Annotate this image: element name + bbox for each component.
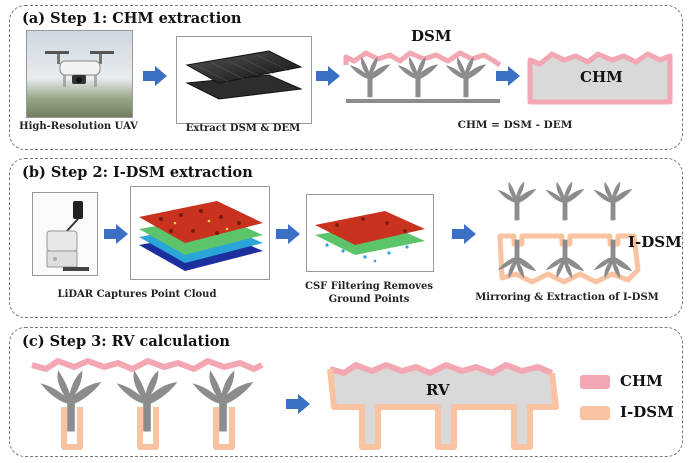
csf-caption-line2: Ground Points: [328, 294, 410, 305]
chm-block: [527, 51, 673, 105]
dsm-label: DSM: [411, 27, 452, 45]
uav-photo: [26, 30, 133, 118]
legend-idsm-swatch: [580, 406, 610, 420]
arrow-4: [104, 224, 128, 244]
legend-chm-label: CHM: [620, 372, 663, 390]
legend-chm-swatch: [580, 375, 610, 389]
arrow-6: [452, 224, 476, 244]
rv-label: RV: [426, 381, 450, 399]
step2-panel: [9, 158, 683, 318]
lidar-caption: LiDAR Captures Point Cloud: [57, 289, 217, 300]
rv-block: [327, 362, 559, 450]
point-cloud-filtered: [306, 194, 434, 272]
arrow-1: [143, 66, 167, 86]
legend-idsm-label: I-DSM: [620, 403, 674, 421]
point-cloud-full: [130, 186, 270, 280]
drone-icon: [45, 51, 114, 87]
lidar-scanner-icon: [46, 201, 89, 271]
chm-label: CHM: [580, 68, 623, 86]
dsm-trees: [343, 50, 502, 103]
step2-title: (b) Step 2: I-DSM extraction: [22, 164, 253, 181]
lidar-box: [32, 192, 98, 276]
formula: CHM = DSM - DEM: [457, 119, 573, 131]
csf-caption-line1: CSF Filtering Removes: [305, 281, 433, 292]
arrow-3: [496, 66, 520, 86]
dsm-dem-caption: Extract DSM & DEM: [185, 123, 301, 134]
step1-title: (a) Step 1: CHM extraction: [22, 10, 242, 27]
step3-panel: [9, 327, 683, 457]
arrow-2: [316, 66, 340, 86]
rv-trees: [31, 358, 264, 450]
step3-title: (c) Step 3: RV calculation: [22, 333, 230, 350]
uav-caption: High-Resolution UAV: [19, 121, 138, 132]
mirror-caption: Mirroring & Extraction of I-DSM: [475, 292, 659, 303]
arrow-5: [276, 224, 300, 244]
idsm-label: I-DSM: [628, 233, 682, 251]
dsm-dem-box: [176, 36, 312, 124]
step1-panel: [9, 5, 683, 150]
arrow-7: [286, 394, 310, 414]
mirrored-trees: [497, 181, 641, 285]
